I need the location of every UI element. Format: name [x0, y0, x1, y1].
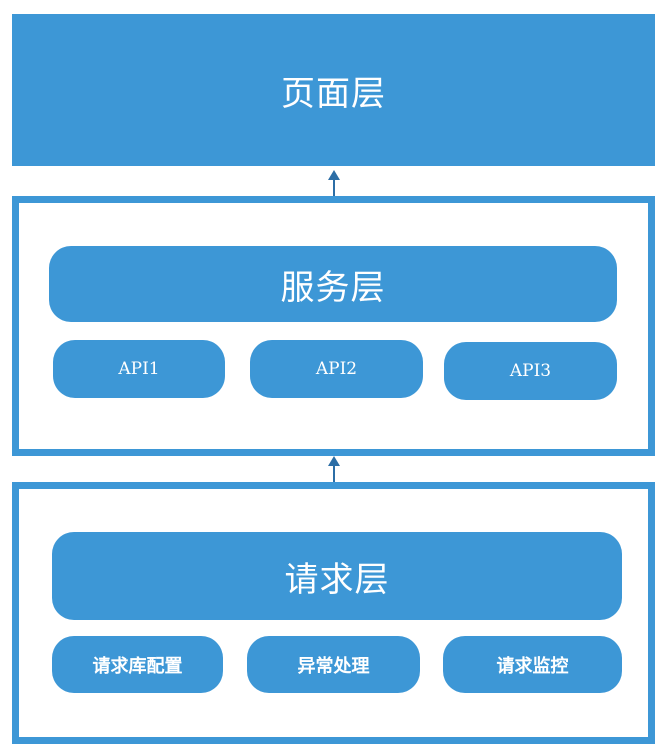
api-box-3: API3 [444, 342, 617, 400]
request-item-label-1: 请求库配置 [92, 655, 183, 677]
request-item-box-3: 请求监控 [443, 636, 622, 693]
request-item-label-2: 异常处理 [297, 655, 370, 677]
api-box-1: API1 [53, 340, 225, 398]
arrow-service-to-page [333, 178, 335, 198]
page-layer-title: 页面层 [281, 73, 386, 114]
service-layer-frame: 服务层 API1 API2 API3 [12, 196, 655, 456]
api-label-1: API1 [118, 359, 160, 379]
request-layer-title: 请求层 [284, 559, 390, 600]
arrow-head-request-to-service [328, 456, 340, 466]
page-layer-block: 页面层 [12, 14, 655, 166]
arrow-request-to-service [333, 464, 335, 484]
arrow-head-service-to-page [328, 170, 340, 180]
service-layer-title-bar: 服务层 [49, 246, 617, 322]
request-item-label-3: 请求监控 [496, 655, 569, 677]
request-item-box-1: 请求库配置 [52, 636, 223, 693]
api-label-3: API3 [509, 361, 552, 381]
service-layer-title: 服务层 [280, 267, 386, 308]
request-item-box-2: 异常处理 [247, 636, 420, 693]
request-layer-title-bar: 请求层 [52, 532, 622, 620]
request-layer-frame: 请求层 请求库配置 异常处理 请求监控 [12, 482, 655, 744]
api-box-2: API2 [250, 340, 423, 398]
api-label-2: API2 [315, 359, 358, 379]
